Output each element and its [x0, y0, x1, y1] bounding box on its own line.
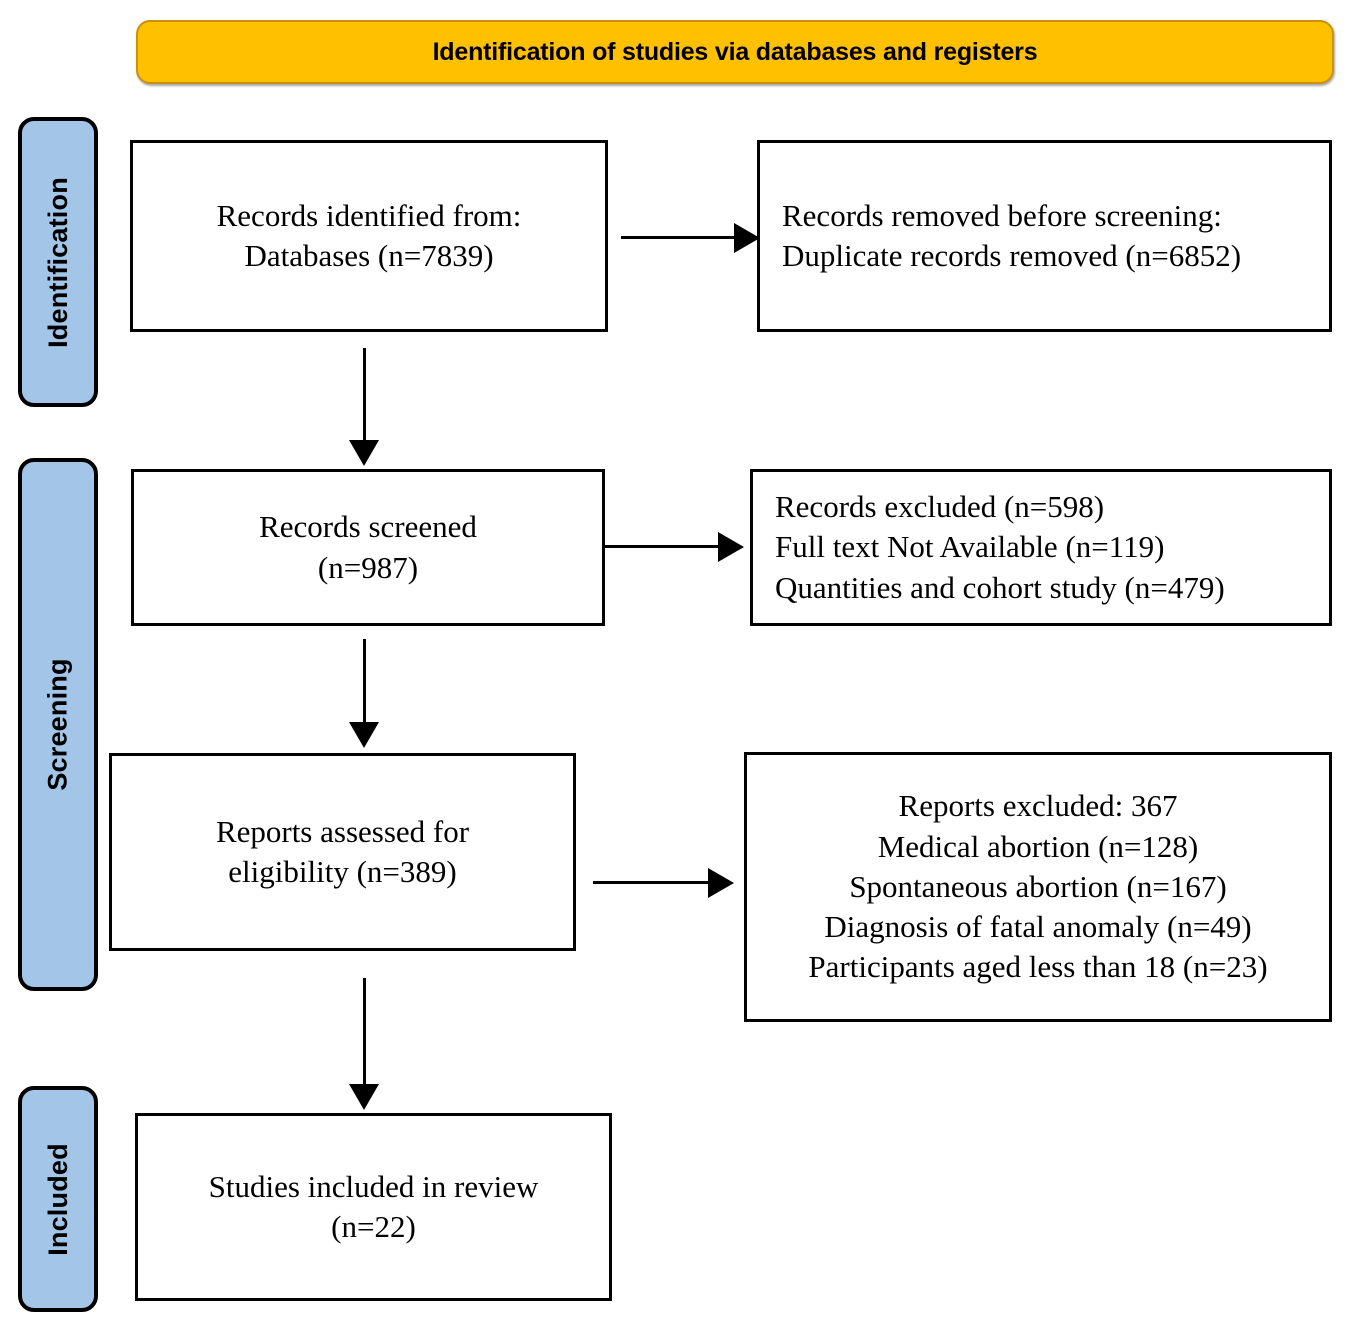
stage-label-screening-text: Screening: [42, 658, 73, 791]
stage-label-included-text: Included: [42, 1142, 73, 1256]
diagram-header-title: Identification of studies via databases …: [432, 37, 1038, 66]
box-records-identified-line-1: Records identified from:: [216, 197, 522, 233]
box-records-screened-line-2: (n=987): [317, 549, 419, 585]
box-reports-excluded-line-2: Medical abortion (n=128): [877, 828, 1199, 864]
diagram-header-banner: Identification of studies via databases …: [136, 20, 1334, 84]
connector-identified-to-screened-line: [363, 348, 366, 446]
connector-identified-to-screened-arrowhead: [349, 440, 379, 466]
box-records-excluded-line-3: Quantities and cohort study (n=479): [775, 569, 1225, 605]
stage-label-identification: Identification: [18, 117, 98, 407]
connector-screened-to-excluded-line: [605, 545, 725, 548]
stage-label-screening: Screening: [18, 458, 98, 991]
stage-label-identification-text: Identification: [42, 176, 73, 348]
connector-screened-to-excluded-arrowhead: [718, 532, 744, 562]
box-records-screened: Records screened (n=987): [131, 469, 605, 626]
connector-identified-to-removed-line: [621, 236, 741, 239]
connector-assessed-to-reports-excluded-line: [593, 881, 715, 884]
box-studies-included-line-1: Studies included in review: [208, 1168, 539, 1204]
box-reports-excluded-line-5: Participants aged less than 18 (n=23): [808, 949, 1268, 985]
box-records-identified-line-2: Databases (n=7839): [244, 238, 494, 273]
box-records-excluded-line-2: Full text Not Available (n=119): [775, 529, 1165, 565]
connector-screened-to-assessed-line: [363, 639, 366, 727]
box-reports-excluded-line-4: Diagnosis of fatal anomaly (n=49): [824, 909, 1252, 945]
box-records-removed: Records removed before screening: Duplic…: [757, 140, 1332, 332]
box-records-identified: Records identified from: Databases (n=78…: [130, 140, 608, 332]
connector-assessed-to-reports-excluded-arrowhead: [708, 868, 734, 898]
box-records-screened-line-1: Records screened: [259, 509, 477, 545]
connector-screened-to-assessed-arrowhead: [349, 722, 379, 748]
box-records-excluded-line-1: Records excluded (n=598): [775, 489, 1105, 525]
stage-label-included: Included: [18, 1086, 98, 1312]
box-studies-included: Studies included in review (n=22): [135, 1113, 612, 1301]
box-reports-excluded-line-1: Reports excluded: 367: [898, 788, 1178, 824]
box-studies-included-line-2: (n=22): [331, 1209, 416, 1244]
box-reports-assessed-line-1: Reports assessed for: [215, 813, 470, 849]
connector-assessed-to-included-arrowhead: [349, 1084, 379, 1110]
box-reports-assessed: Reports assessed for eligibility (n=389): [109, 753, 576, 951]
box-reports-excluded-line-3: Spontaneous abortion (n=167): [849, 868, 1227, 904]
connector-assessed-to-included-line: [363, 978, 366, 1088]
box-reports-excluded: Reports excluded: 367 Medical abortion (…: [744, 752, 1332, 1022]
box-records-removed-line-1: Records removed before screening:: [782, 197, 1222, 233]
connector-identified-to-removed-arrowhead: [734, 223, 760, 253]
box-reports-assessed-line-2: eligibility (n=389): [228, 854, 457, 889]
box-records-excluded: Records excluded (n=598) Full text Not A…: [750, 469, 1332, 626]
box-records-removed-line-2: Duplicate records removed (n=6852): [782, 238, 1242, 273]
